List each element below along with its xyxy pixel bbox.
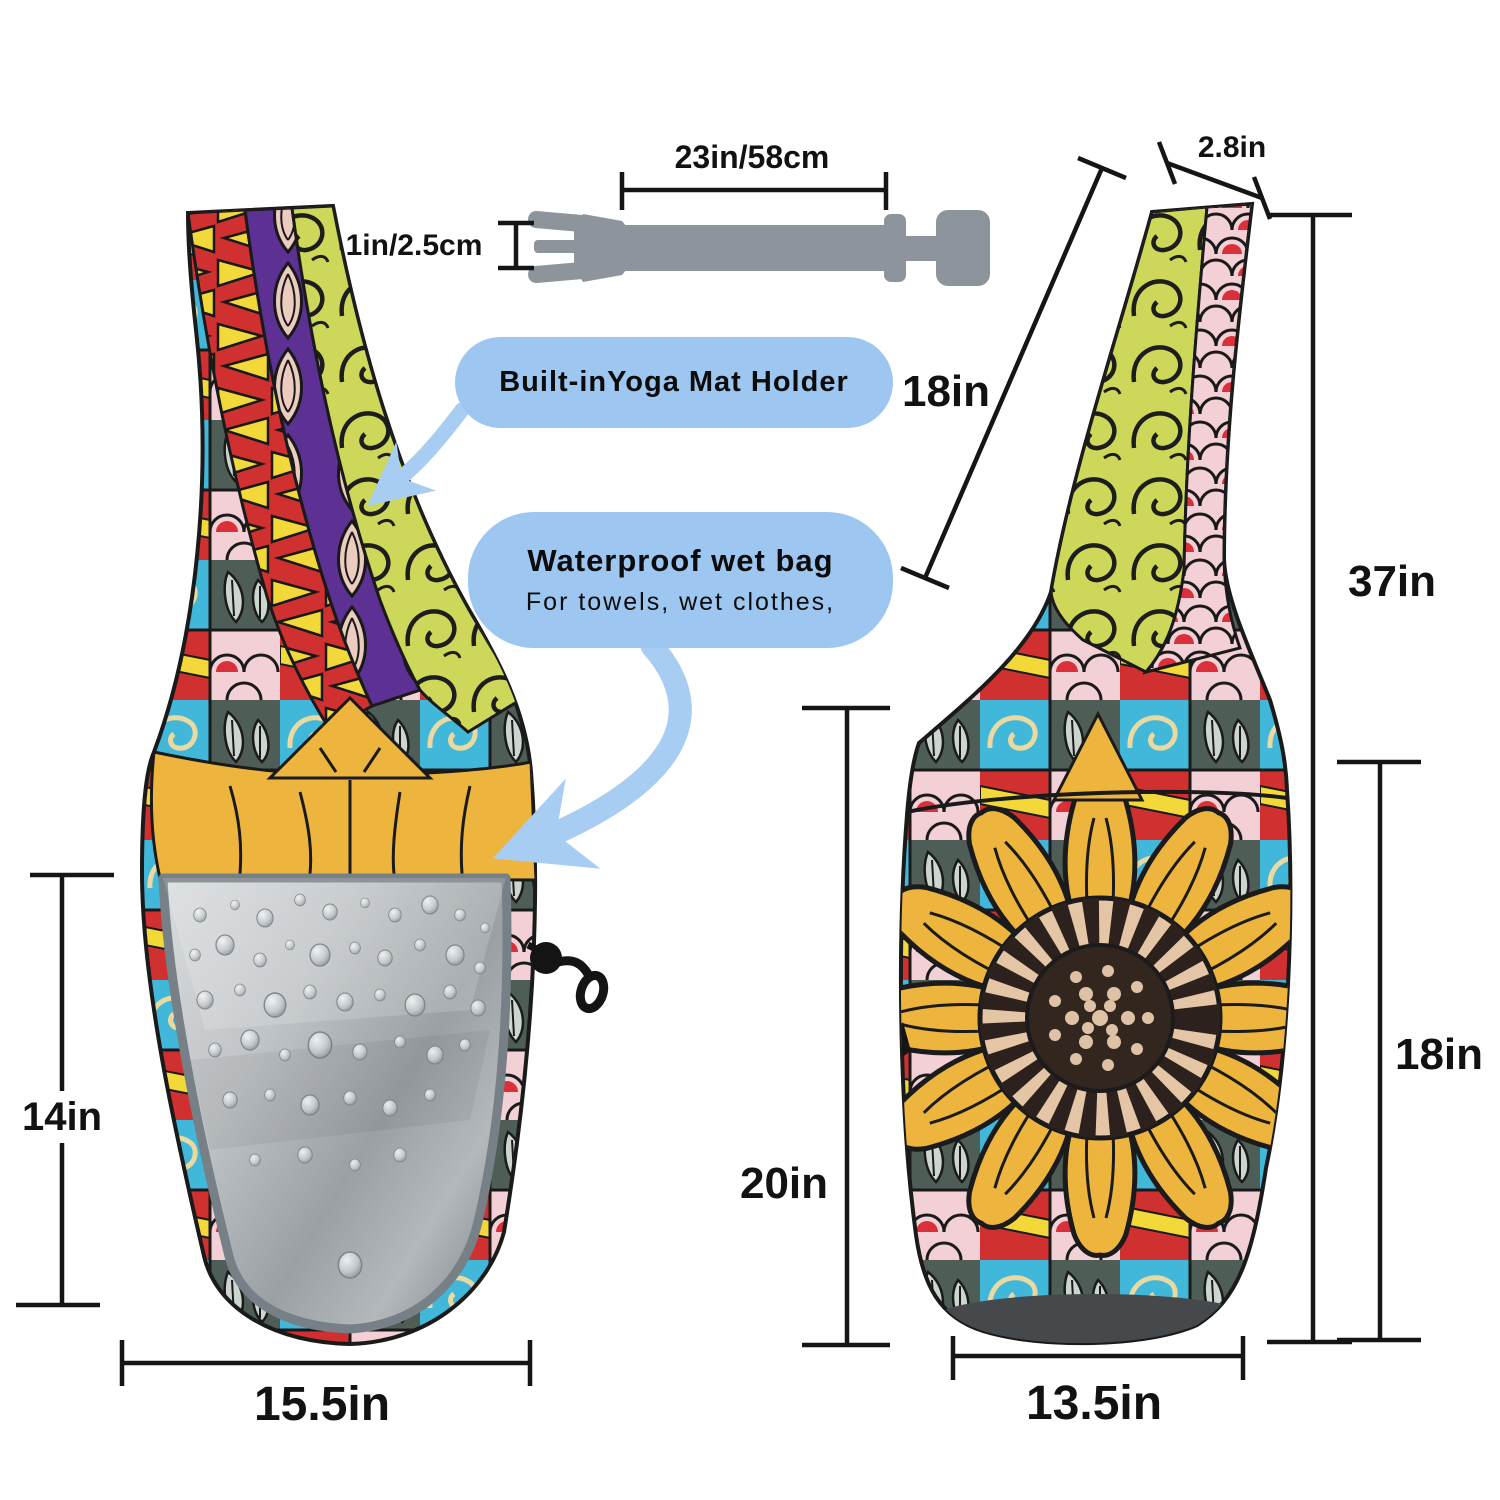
front-pocket-height-label: 14in xyxy=(13,1091,111,1143)
back-strap-length-label: 18in xyxy=(901,367,991,416)
strap-swirl-stripe xyxy=(290,206,522,734)
total-height-label: 37in xyxy=(1347,557,1437,606)
back-bottom-gusset xyxy=(927,1294,1263,1344)
strap-band xyxy=(622,225,888,271)
adjuster-neck xyxy=(902,236,940,261)
buckle-body xyxy=(574,214,627,282)
dim-back-width-line xyxy=(950,1336,1246,1380)
adjuster-end xyxy=(936,210,990,286)
callout-wet-bag-title: Waterproof wet bag xyxy=(527,543,834,578)
mat-holder-arrow xyxy=(367,402,470,506)
strap-hardware-illustration xyxy=(528,210,990,286)
strap-length-label: 23in/58cm xyxy=(674,139,830,175)
dim-strap-width-line xyxy=(498,220,534,271)
dim-front-pocket-height-line xyxy=(16,872,114,1308)
sunflower-seeds xyxy=(1049,965,1154,1071)
side-height-label: 18in xyxy=(1394,1030,1484,1079)
back-zipper-seam xyxy=(906,789,1288,814)
dim-front-width-line xyxy=(119,1340,533,1386)
dim-back-strap-length-line xyxy=(900,155,1127,591)
front-petal-lines xyxy=(228,747,472,875)
callout-wet-bag-subtitle: For towels, wet clothes, xyxy=(525,588,836,616)
front-bag-illustration xyxy=(139,203,609,1347)
water-droplets xyxy=(163,878,506,1279)
dim-body-height-line xyxy=(802,705,890,1348)
front-sunflower-band xyxy=(150,750,536,882)
dim-strap-length-line xyxy=(619,172,889,210)
waterproof-silver-panel xyxy=(158,873,512,1334)
dim-back-strap-width-line xyxy=(1156,141,1273,220)
drawstring-cord-lock xyxy=(526,941,609,1014)
back-width-label: 13.5in xyxy=(1025,1377,1163,1430)
body-height-label: 20in xyxy=(739,1159,829,1208)
back-petal-peak xyxy=(1051,710,1145,802)
dimension-lines xyxy=(16,141,1421,1386)
back-bag-illustration xyxy=(863,201,1338,1346)
adjuster-tab xyxy=(884,214,906,282)
callout-arrows xyxy=(367,402,692,869)
front-width-label: 15.5in xyxy=(253,1378,391,1431)
callout-wet-bag: Waterproof wet bag For towels, wet cloth… xyxy=(468,512,893,648)
front-petal-peak xyxy=(266,695,434,780)
dim-side-height-line xyxy=(1337,759,1421,1343)
back-strap-width-label: 2.8in xyxy=(1197,131,1267,164)
sunflower xyxy=(863,781,1338,1256)
callout-mat-holder-text: Built-inYoga Mat Holder xyxy=(499,366,849,398)
callout-mat-holder: Built-inYoga Mat Holder xyxy=(455,337,893,428)
buckle-top-prong xyxy=(528,210,590,233)
wet-bag-arrow xyxy=(492,634,692,869)
strap-width-label: 1in/2.5cm xyxy=(345,229,483,262)
